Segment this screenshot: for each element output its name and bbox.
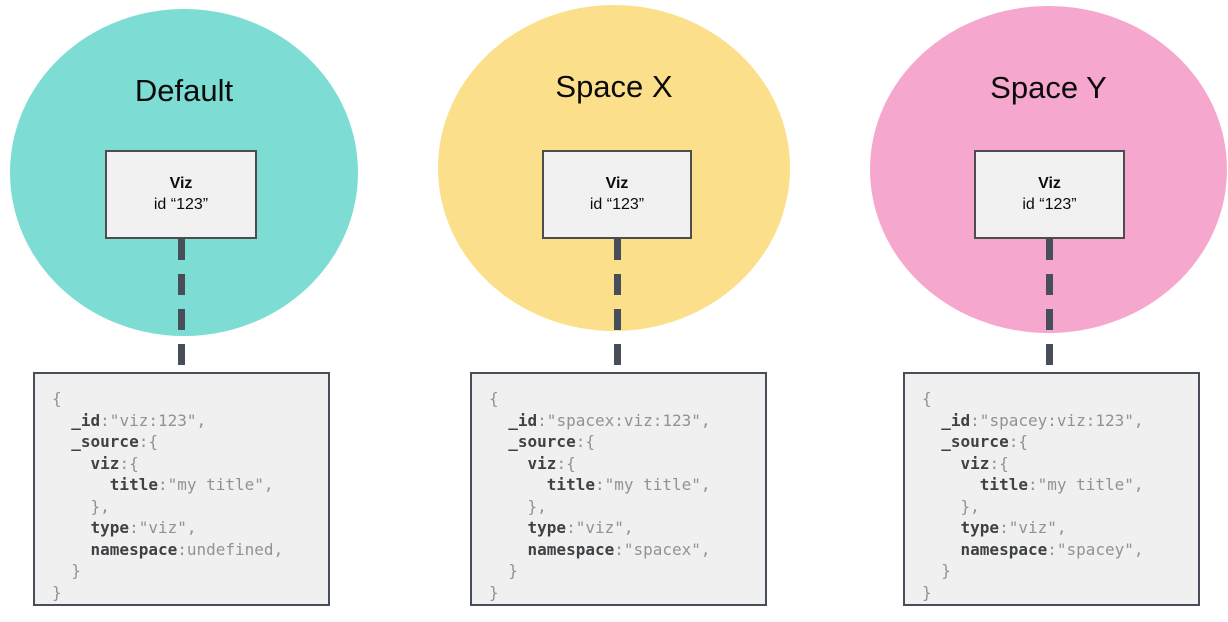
viz-node-id: id “123”	[153, 196, 209, 213]
dashed-connector	[178, 239, 185, 375]
viz-node-title: Viz	[1038, 175, 1061, 192]
saved-object-doc: { _id:"spacex:viz:123", _source:{ viz:{ …	[470, 372, 767, 606]
viz-node-title: Viz	[605, 175, 629, 192]
space-title: Space Y	[990, 70, 1107, 105]
space-title: Default	[134, 73, 234, 108]
code-block: { _id:"viz:123", _source:{ viz:{ title:"…	[52, 389, 284, 602]
dashed-connector	[614, 239, 621, 375]
viz-node-id: id “123”	[1022, 196, 1077, 213]
dashed-connector	[1046, 239, 1053, 375]
saved-object-doc: { _id:"viz:123", _source:{ viz:{ title:"…	[33, 372, 330, 606]
viz-node-title: Viz	[169, 175, 193, 192]
saved-object-doc: { _id:"spacey:viz:123", _source:{ viz:{ …	[903, 372, 1200, 606]
code-block: { _id:"spacex:viz:123", _source:{ viz:{ …	[489, 389, 711, 602]
viz-node: Viz id “123”	[542, 150, 692, 239]
viz-node-id: id “123”	[589, 196, 645, 213]
viz-node: Viz id “123”	[974, 150, 1125, 239]
code-block: { _id:"spacey:viz:123", _source:{ viz:{ …	[922, 389, 1144, 602]
viz-node: Viz id “123”	[105, 150, 257, 239]
space-title: Space X	[555, 69, 673, 104]
